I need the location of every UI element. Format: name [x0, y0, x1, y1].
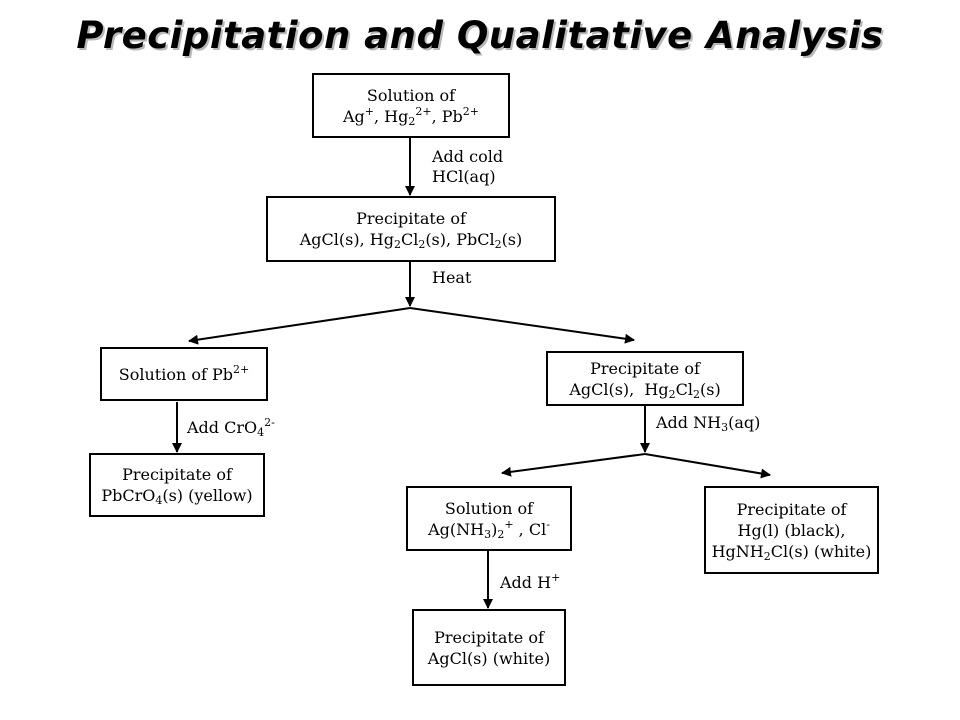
- edge-label-add-nh3-sub: 3: [721, 421, 729, 434]
- node-ag-complex-line2: Ag(NH3)2+ , Cl-: [428, 519, 550, 540]
- node-pbcro4-precipitate: Precipitate of PbCrO4(s) (yellow): [89, 453, 265, 517]
- arrow-branch-left: [188, 307, 411, 345]
- node-ag-complex-solution: Solution of Ag(NH3)2+ , Cl-: [406, 486, 572, 551]
- node-start-line1: Solution of: [366, 85, 456, 105]
- edge-label-add-cold-line1: Add cold: [432, 147, 504, 166]
- formula-hg-sub: 2: [393, 238, 401, 251]
- node-pb-solution-charge: 2+: [233, 362, 250, 376]
- ion-pb: Pb: [441, 106, 463, 126]
- edge-label-add-h-charge: +: [551, 571, 561, 584]
- edge-label-heat: Heat: [432, 268, 472, 287]
- ion-hg-charge: 2+: [415, 104, 432, 118]
- node-hg-line3: HgNH2Cl(s) (white): [712, 541, 872, 562]
- formula-hg: Hg: [369, 230, 394, 249]
- formula-state-3: (s): [699, 379, 721, 399]
- formula-pbcro-rest: (s) (yellow): [162, 486, 253, 505]
- edge-label-add-nh3: Add NH3(aq): [656, 413, 760, 433]
- edge-label-add-cold-line2: HCl(aq): [432, 167, 496, 186]
- formula-ag-nh: Ag(NH: [428, 519, 485, 539]
- node-hg-line1: Precipitate of: [736, 499, 847, 519]
- formula-ag-nh-charge: +: [504, 517, 514, 531]
- edge-label-add-cro4-charge: 2-: [264, 416, 275, 429]
- edge-label-add-h-text: Add H: [500, 573, 552, 592]
- node-ag-hg-line2: AgCl(s), Hg2Cl2(s): [569, 379, 720, 400]
- edge-label-add-cro4-sub: 4: [257, 426, 265, 439]
- formula-cl-2-sub: 2: [692, 387, 700, 401]
- arrow-branch-ag-complex: [501, 453, 646, 477]
- formula-hgnh-sub: 2: [763, 549, 771, 563]
- formula-pbcro-sub: 4: [155, 494, 163, 507]
- formula-hg-2: Hg: [644, 379, 669, 399]
- formula-cl-ion-charge: -: [546, 517, 550, 531]
- formula-cl-2: Cl: [675, 379, 693, 399]
- node-ag-complex-line1: Solution of: [444, 498, 534, 518]
- formula-agcl: AgCl(s),: [299, 230, 370, 249]
- node-pbcro4-line2: PbCrO4(s) (yellow): [101, 485, 252, 506]
- node-agcl-white-line2: AgCl(s) (white): [427, 648, 551, 668]
- formula-state-2: (s): [501, 230, 523, 249]
- edge-label-add-cold: Add cold HCl(aq): [432, 147, 503, 187]
- node-agcl-white-line1: Precipitate of: [434, 627, 544, 647]
- node-pb-solution-text: Solution of Pb2+: [119, 364, 249, 385]
- formula-agcl-2: AgCl(s),: [569, 379, 645, 399]
- ion-ag: Ag: [342, 106, 365, 126]
- formula-cl: Cl: [400, 230, 419, 249]
- formula-hgnh: HgNH: [711, 541, 764, 561]
- arrow-branch-right: [409, 307, 635, 344]
- edge-label-add-h: Add H+: [500, 571, 561, 593]
- edge-label-add-cro4: Add CrO42-: [187, 416, 275, 439]
- node-pb-solution-label: Solution of Pb: [118, 364, 233, 384]
- node-hg-precipitate: Precipitate of Hg(l) (black), HgNH2Cl(s)…: [704, 486, 879, 574]
- node-hg-line2: Hg(l) (black),: [737, 520, 846, 540]
- page-title: Precipitation and Qualitative Analysis: [76, 14, 884, 57]
- formula-ag-nh-sub2: 2: [497, 527, 505, 541]
- formula-pbcro: PbCrO: [101, 486, 156, 505]
- edge-label-add-cro4-text: Add CrO: [187, 418, 258, 437]
- formula-cl-ion: , Cl: [513, 519, 547, 539]
- node-chloride-precipitate: Precipitate of AgCl(s), Hg2Cl2(s), PbCl2…: [266, 196, 556, 262]
- formula-hgnh-rest: Cl(s) (white): [770, 541, 872, 561]
- formula-state: (s),: [425, 230, 457, 249]
- node-agcl-white-precipitate: Precipitate of AgCl(s) (white): [412, 609, 566, 686]
- formula-ag-nh-close: ): [491, 519, 498, 539]
- edge-label-add-nh3-rest: (aq): [728, 413, 761, 432]
- formula-pbcl: PbCl: [456, 230, 495, 249]
- node-start-solution: Solution of Ag+, Hg22+, Pb2+: [312, 73, 510, 138]
- node-ag-hg-precipitate: Precipitate of AgCl(s), Hg2Cl2(s): [546, 351, 744, 406]
- node-chloride-line2: AgCl(s), Hg2Cl2(s), PbCl2(s): [300, 229, 523, 250]
- ion-ag-charge: +: [364, 104, 374, 118]
- formula-hg-2-sub: 2: [668, 387, 676, 401]
- arrow-branch-hg-precip: [644, 453, 771, 479]
- formula-cl-sub: 2: [418, 238, 426, 251]
- edge-label-add-nh3-text: Add NH: [656, 413, 722, 432]
- node-ag-hg-line1: Precipitate of: [590, 358, 700, 378]
- node-chloride-line1: Precipitate of: [356, 209, 466, 228]
- node-pb-solution: Solution of Pb2+: [100, 347, 268, 401]
- node-pbcro4-line1: Precipitate of: [122, 465, 232, 484]
- ion-pb-charge: 2+: [462, 104, 479, 118]
- ion-hg-sub: 2: [408, 114, 416, 128]
- ion-hg: Hg: [384, 106, 409, 126]
- formula-pbcl-sub: 2: [494, 238, 502, 251]
- formula-ag-nh-sub: 3: [484, 527, 492, 541]
- node-start-line2: Ag+, Hg22+, Pb2+: [342, 104, 479, 128]
